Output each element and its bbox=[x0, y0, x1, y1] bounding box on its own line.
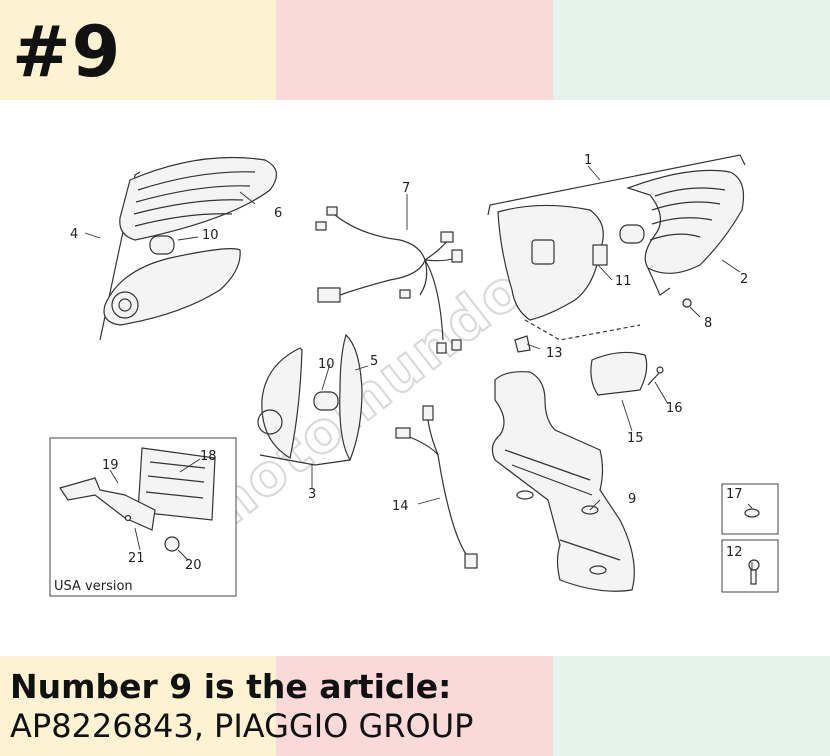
callout-10-upper: 10 bbox=[202, 228, 219, 243]
callout-labels: 1 2 3 4 5 6 7 8 9 10 10 11 12 13 14 15 1… bbox=[70, 153, 748, 573]
callout-16: 16 bbox=[666, 401, 683, 416]
side-reflector-lights bbox=[257, 333, 363, 466]
plate-light-cable bbox=[395, 405, 478, 569]
callout-6: 6 bbox=[274, 206, 282, 221]
hardware-box-12 bbox=[721, 539, 779, 593]
band-segment-pink bbox=[276, 0, 553, 100]
callout-11: 11 bbox=[615, 274, 632, 289]
bottom-color-band bbox=[0, 656, 830, 756]
usa-version-box: USA version bbox=[49, 437, 237, 597]
callout-1: 1 bbox=[584, 153, 592, 168]
callout-14: 14 bbox=[392, 499, 409, 514]
callout-13: 13 bbox=[546, 346, 563, 361]
callout-5: 5 bbox=[370, 354, 378, 369]
license-plate-holder bbox=[491, 371, 635, 592]
callout-19: 19 bbox=[102, 458, 119, 473]
callout-12: 12 bbox=[726, 545, 743, 560]
leader-lines bbox=[84, 165, 753, 570]
exploded-parts-diagram: motomundo bbox=[49, 153, 779, 597]
callout-15: 15 bbox=[627, 431, 644, 446]
usa-version-label: USA version bbox=[54, 579, 133, 594]
callout-18: 18 bbox=[200, 449, 217, 464]
callout-10-lower: 10 bbox=[318, 357, 335, 372]
band-segment-green bbox=[553, 0, 830, 100]
article-caption-heading: Number 9 is the article: bbox=[10, 667, 452, 706]
callout-2: 2 bbox=[740, 272, 748, 287]
callout-7: 7 bbox=[402, 181, 410, 196]
item-number-badge: #9 bbox=[12, 11, 122, 93]
band-segment-yellow bbox=[0, 0, 276, 100]
tail-light-assembly bbox=[487, 154, 746, 353]
band-segment-green bbox=[553, 656, 830, 756]
top-color-band bbox=[0, 0, 830, 100]
callout-17: 17 bbox=[726, 487, 743, 502]
screw-8 bbox=[682, 298, 692, 308]
callout-8: 8 bbox=[704, 316, 712, 331]
hardware-box-17 bbox=[721, 483, 779, 535]
callout-3: 3 bbox=[308, 487, 316, 502]
callout-21: 21 bbox=[128, 551, 145, 566]
band-segment-pink bbox=[276, 656, 553, 756]
article-code-and-brand: AP8226843, PIAGGIO GROUP bbox=[10, 707, 474, 745]
callout-4: 4 bbox=[70, 227, 78, 242]
callout-9: 9 bbox=[628, 492, 636, 507]
callout-20: 20 bbox=[185, 558, 202, 573]
turn-signal-assembly-left bbox=[99, 156, 277, 341]
wiring-harness bbox=[315, 206, 463, 354]
band-segment-yellow bbox=[0, 656, 276, 756]
license-plate-light bbox=[590, 351, 664, 396]
